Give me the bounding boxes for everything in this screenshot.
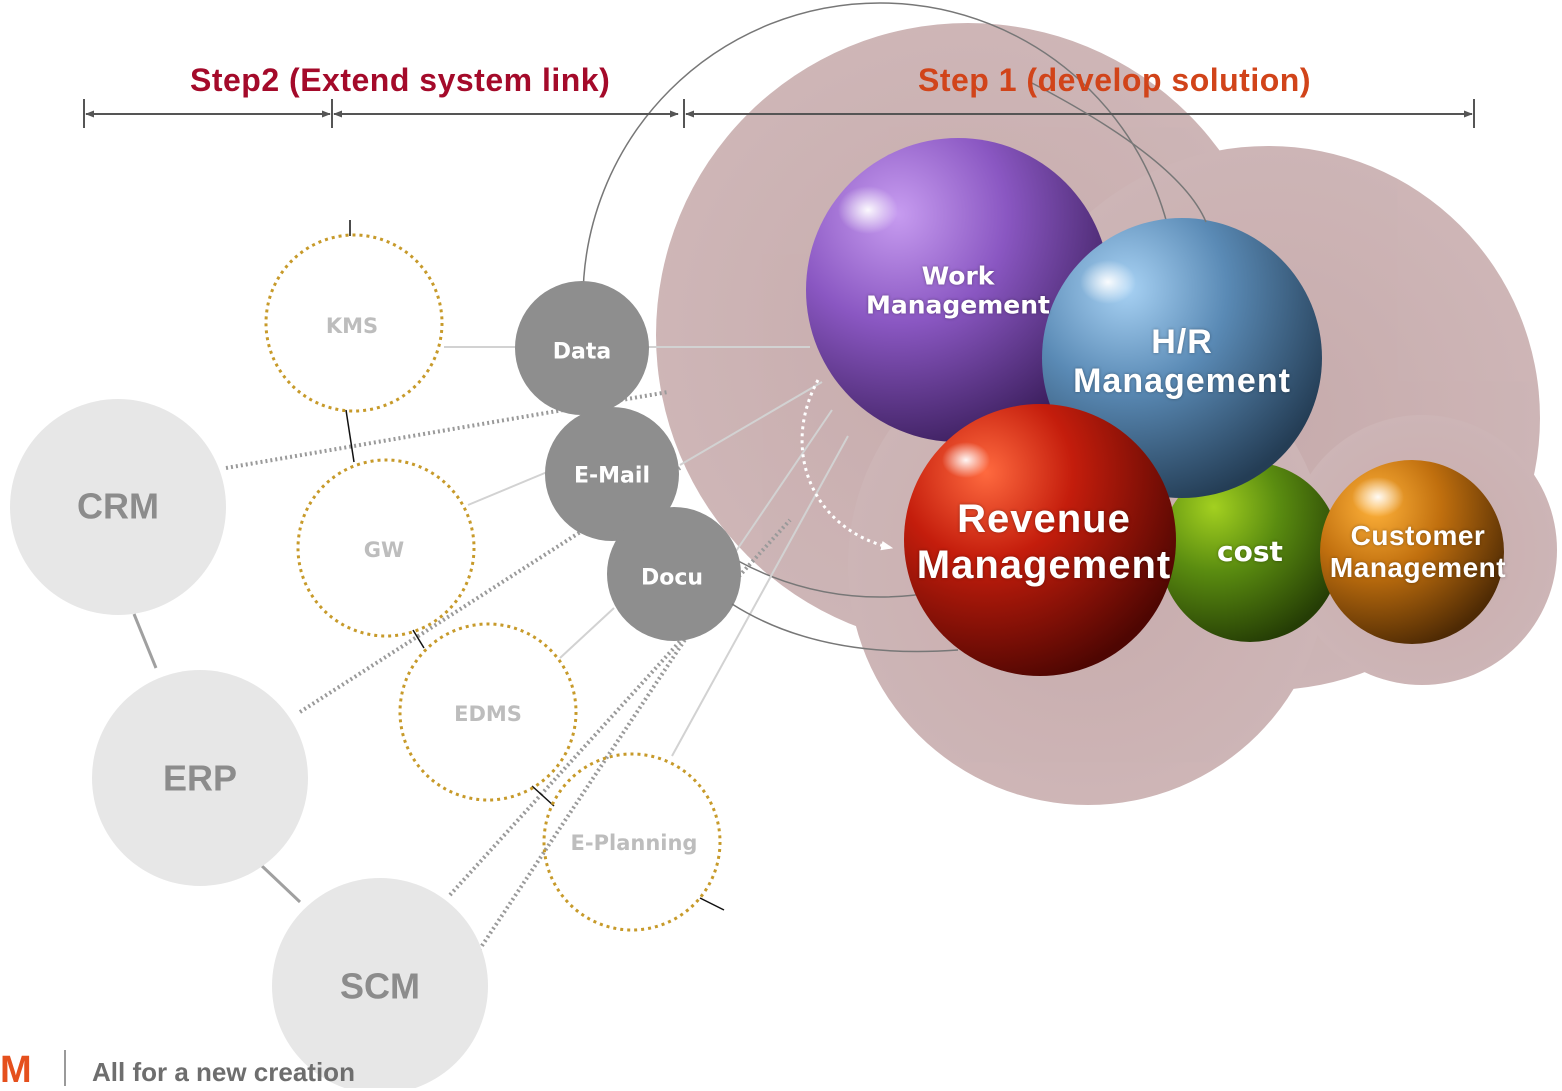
email-work-connector [679,381,823,466]
docu-return-arc [731,603,959,653]
work-revenue-curved-arrow [800,379,894,551]
step1-span-arrow [683,99,1475,128]
gw-edms-tick [412,629,425,649]
step1-heading: Step 1 (develop solution) [918,62,1311,98]
customer-label-line2: Management [1329,552,1507,583]
kms-label: KMS [325,313,379,338]
eplanning-ring [542,752,722,932]
hr-label-line1: H/R [1151,322,1213,361]
docu-work-connector [729,409,833,561]
customer-sphere-highlight [1352,477,1404,517]
outline-arc-over-spheres [1029,81,1207,223]
gw-label: GW [363,537,405,562]
cost-sphere [1160,462,1340,642]
data-circle [515,281,649,415]
solid-connectors [132,346,849,904]
eplanning-tail-tick [699,897,725,911]
revenue-management-label: Revenue Management [917,496,1172,588]
edms-ring [398,622,578,802]
kms-ring [264,233,444,413]
kms-gw-tick [345,409,355,463]
tick-marks [345,220,725,911]
customer-management-label: Customer Management [1330,520,1506,584]
crm-circle [10,399,226,615]
docu-label: Docu [640,565,704,591]
link-circles [515,281,741,641]
erp-circle [92,670,308,886]
work-management-label: Work Management [865,261,1051,320]
work-sphere-highlight [838,186,898,234]
edms-label: EDMS [454,701,522,726]
crm-label: CRM [77,485,159,527]
hr-sphere-highlight [1080,260,1136,304]
data-label: Data [552,339,612,365]
revenue-label-line2: Management [916,543,1172,587]
gw-email-connector [467,469,553,506]
eplanning-dotted-link [444,630,692,1002]
brand-logo: M [0,1049,32,1091]
footer-tagline: All for a new creation [92,1057,355,1087]
module-rings [264,233,722,932]
step2-heading: Step2 (Extend system link) [190,62,611,98]
revenue-label-line1: Revenue [957,497,1131,541]
cost-label: cost [1217,534,1283,568]
erp-scm-connector [260,864,302,904]
scm-label: SCM [340,965,420,1007]
email-label: E-Mail [574,463,650,489]
hr-management-label: H/R Management [1073,323,1291,401]
hr-label-line2: Management [1073,362,1291,400]
edms-docu-connector [559,607,615,659]
customer-label-line1: Customer [1350,519,1486,551]
eplanning-work-connector [671,435,849,757]
erp-label: ERP [162,757,238,799]
revenue-sphere-highlight [942,442,990,478]
solution-spheres [806,138,1504,676]
gw-ring [296,458,476,638]
docu-circle [607,507,741,641]
email-circle [545,407,679,541]
footer-divider [64,1050,66,1086]
crm-erp-connector [132,613,158,669]
scm-circle [272,878,488,1088]
system-circles [10,399,488,1088]
step2-span-arrow [83,99,679,128]
work-label-line2: Management [865,290,1051,319]
eplanning-label: E-Planning [570,830,698,855]
work-label-line1: Work [921,261,995,291]
edms-eplanning-tick [531,785,555,807]
